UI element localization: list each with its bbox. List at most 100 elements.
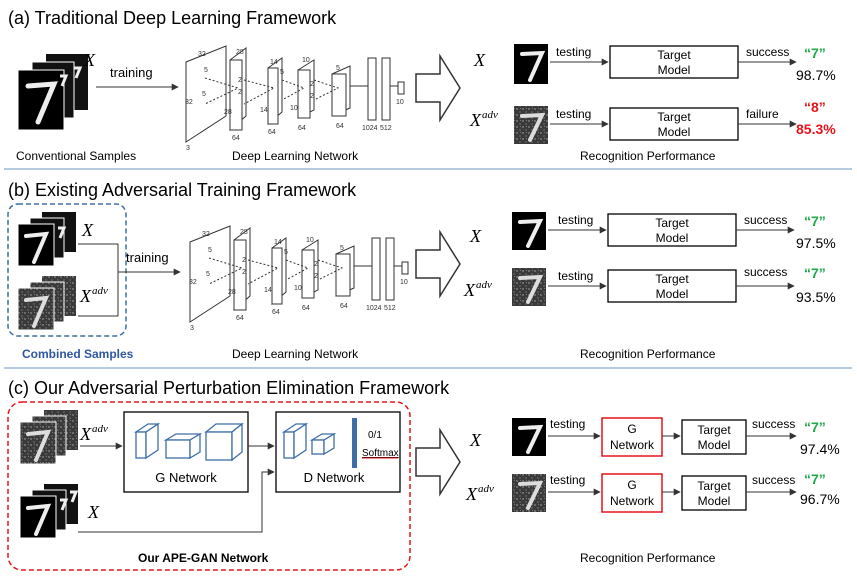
svg-text:2: 2 (310, 81, 314, 88)
svg-text:adv: adv (476, 279, 492, 291)
panel-c-row2-acc: 96.7% (800, 491, 840, 507)
panel-b-row1-testing: testing (558, 213, 593, 227)
panel-c-row2-testing: testing (550, 473, 585, 487)
svg-text:adv: adv (482, 109, 498, 121)
svg-text:G: G (627, 478, 636, 492)
panel-a-caption-samples: Conventional Samples (16, 149, 136, 163)
panel-c-var-x: X (87, 502, 100, 522)
panel-c-caption-perf: Recognition Performance (580, 551, 716, 565)
ape-gan-box (7, 401, 411, 571)
svg-text:28: 28 (236, 49, 244, 56)
mnist-stack-b-clean (17, 212, 76, 267)
d-out-top: 0/1 (368, 430, 382, 441)
cnn-diagram-a (185, 45, 405, 143)
svg-text:5: 5 (204, 67, 208, 74)
svg-text:Target: Target (655, 216, 689, 230)
d-network-blocks (281, 422, 337, 460)
svg-text:1024: 1024 (362, 125, 378, 132)
panel-a-row1-testing: testing (556, 45, 591, 59)
svg-text:64: 64 (272, 309, 280, 316)
panel-b-caption-network: Deep Learning Network (232, 347, 359, 361)
panel-c-row1-var: X (469, 430, 482, 450)
panel-b-row2-acc: 93.5% (796, 289, 836, 305)
softmax-bar (352, 418, 357, 468)
svg-text:Model: Model (656, 287, 689, 301)
panel-a-input-x: X (83, 50, 96, 70)
mnist-digit-a2-adv (514, 106, 548, 144)
panel-a-row2-var: X (469, 110, 482, 130)
mnist-stack-b-adv (17, 276, 76, 331)
d-network-label: D Network (304, 470, 365, 485)
svg-text:64: 64 (336, 123, 344, 130)
panel-a-row1-pred: “7” (804, 45, 826, 61)
g-network-blocks (133, 422, 244, 462)
panel-a-row2-testing: testing (556, 107, 591, 121)
mnist-stack-c-adv (19, 410, 78, 465)
panel-a-row2-outcome: failure (746, 107, 779, 121)
mnist-digit-b1 (512, 212, 546, 250)
svg-text:64: 64 (340, 303, 348, 310)
svg-text:10: 10 (306, 237, 314, 244)
panel-b-row1-var: X (469, 226, 482, 246)
svg-text:Model: Model (698, 438, 731, 452)
svg-text:32: 32 (198, 51, 206, 58)
panel-a-row2-target-model (609, 107, 739, 141)
svg-text:5: 5 (208, 247, 212, 254)
svg-text:10: 10 (294, 285, 302, 292)
panel-b-row1-outcome: success (744, 213, 787, 227)
panel-b-var-x: X (81, 220, 94, 240)
panel-b-var-xadv: X (79, 286, 92, 306)
g-network-label: G Network (155, 470, 217, 485)
svg-text:64: 64 (268, 129, 276, 136)
panel-a-caption-network: Deep Learning Network (232, 149, 359, 163)
svg-text:Model: Model (698, 494, 731, 508)
svg-text:10: 10 (302, 57, 310, 64)
svg-text:5: 5 (202, 91, 206, 98)
svg-text:Target: Target (655, 272, 689, 286)
mnist-stack-a (17, 54, 88, 131)
panel-a-training-label: training (110, 65, 153, 80)
svg-text:14: 14 (274, 239, 282, 246)
panel-b-row2-pred: “7” (804, 265, 826, 281)
panel-c-row1-outcome: success (752, 417, 795, 431)
svg-text:2: 2 (238, 77, 242, 84)
panel-a-row1-var: X (473, 50, 486, 70)
panel-a-caption-perf: Recognition Performance (580, 149, 716, 163)
panel-c-caption-gan: Our APE-GAN Network (138, 551, 269, 565)
svg-text:32: 32 (202, 231, 210, 238)
hollow-arrow-a (415, 53, 461, 123)
svg-text:512: 512 (384, 305, 396, 312)
svg-text:3: 3 (186, 145, 190, 152)
svg-text:10: 10 (400, 279, 408, 286)
panel-b-training-label: training (126, 250, 169, 265)
panel-c-row1-testing: testing (550, 417, 585, 431)
svg-text:adv: adv (478, 483, 494, 495)
svg-text:Model: Model (658, 63, 691, 77)
panel-b-row2-testing: testing (558, 269, 593, 283)
panel-b-caption-samples: Combined Samples (22, 347, 134, 361)
svg-text:64: 64 (232, 135, 240, 142)
mnist-digit-a1 (514, 44, 548, 84)
panel-c-row2-g-network (601, 473, 663, 513)
cnn-dims-b: 32 32 3 5 5 28 28 64 2 2 14 14 64 5 10 1… (189, 229, 408, 332)
svg-text:Target: Target (697, 479, 731, 493)
svg-text:14: 14 (270, 59, 278, 66)
svg-text:2: 2 (314, 273, 318, 280)
mnist-stack-c-clean (19, 484, 79, 539)
svg-text:3: 3 (190, 325, 194, 332)
svg-text:14: 14 (264, 287, 272, 294)
svg-text:adv: adv (92, 285, 108, 297)
hollow-arrow-b (415, 229, 461, 299)
panel-b-row1-target-model (607, 213, 737, 247)
svg-text:adv: adv (92, 423, 108, 435)
panel-c-row2-pred: “7” (804, 471, 826, 487)
svg-text:2: 2 (238, 89, 242, 96)
panel-b-row2-var: X (463, 280, 476, 300)
panel-b-row1-pred: “7” (804, 213, 826, 229)
panel-a-row2-pred: “8” (804, 99, 826, 115)
svg-text:5: 5 (206, 271, 210, 278)
mnist-digit-c1 (512, 418, 546, 456)
svg-text:Model: Model (658, 125, 691, 139)
svg-text:64: 64 (236, 315, 244, 322)
panel-c-row1-acc: 97.4% (800, 441, 840, 457)
